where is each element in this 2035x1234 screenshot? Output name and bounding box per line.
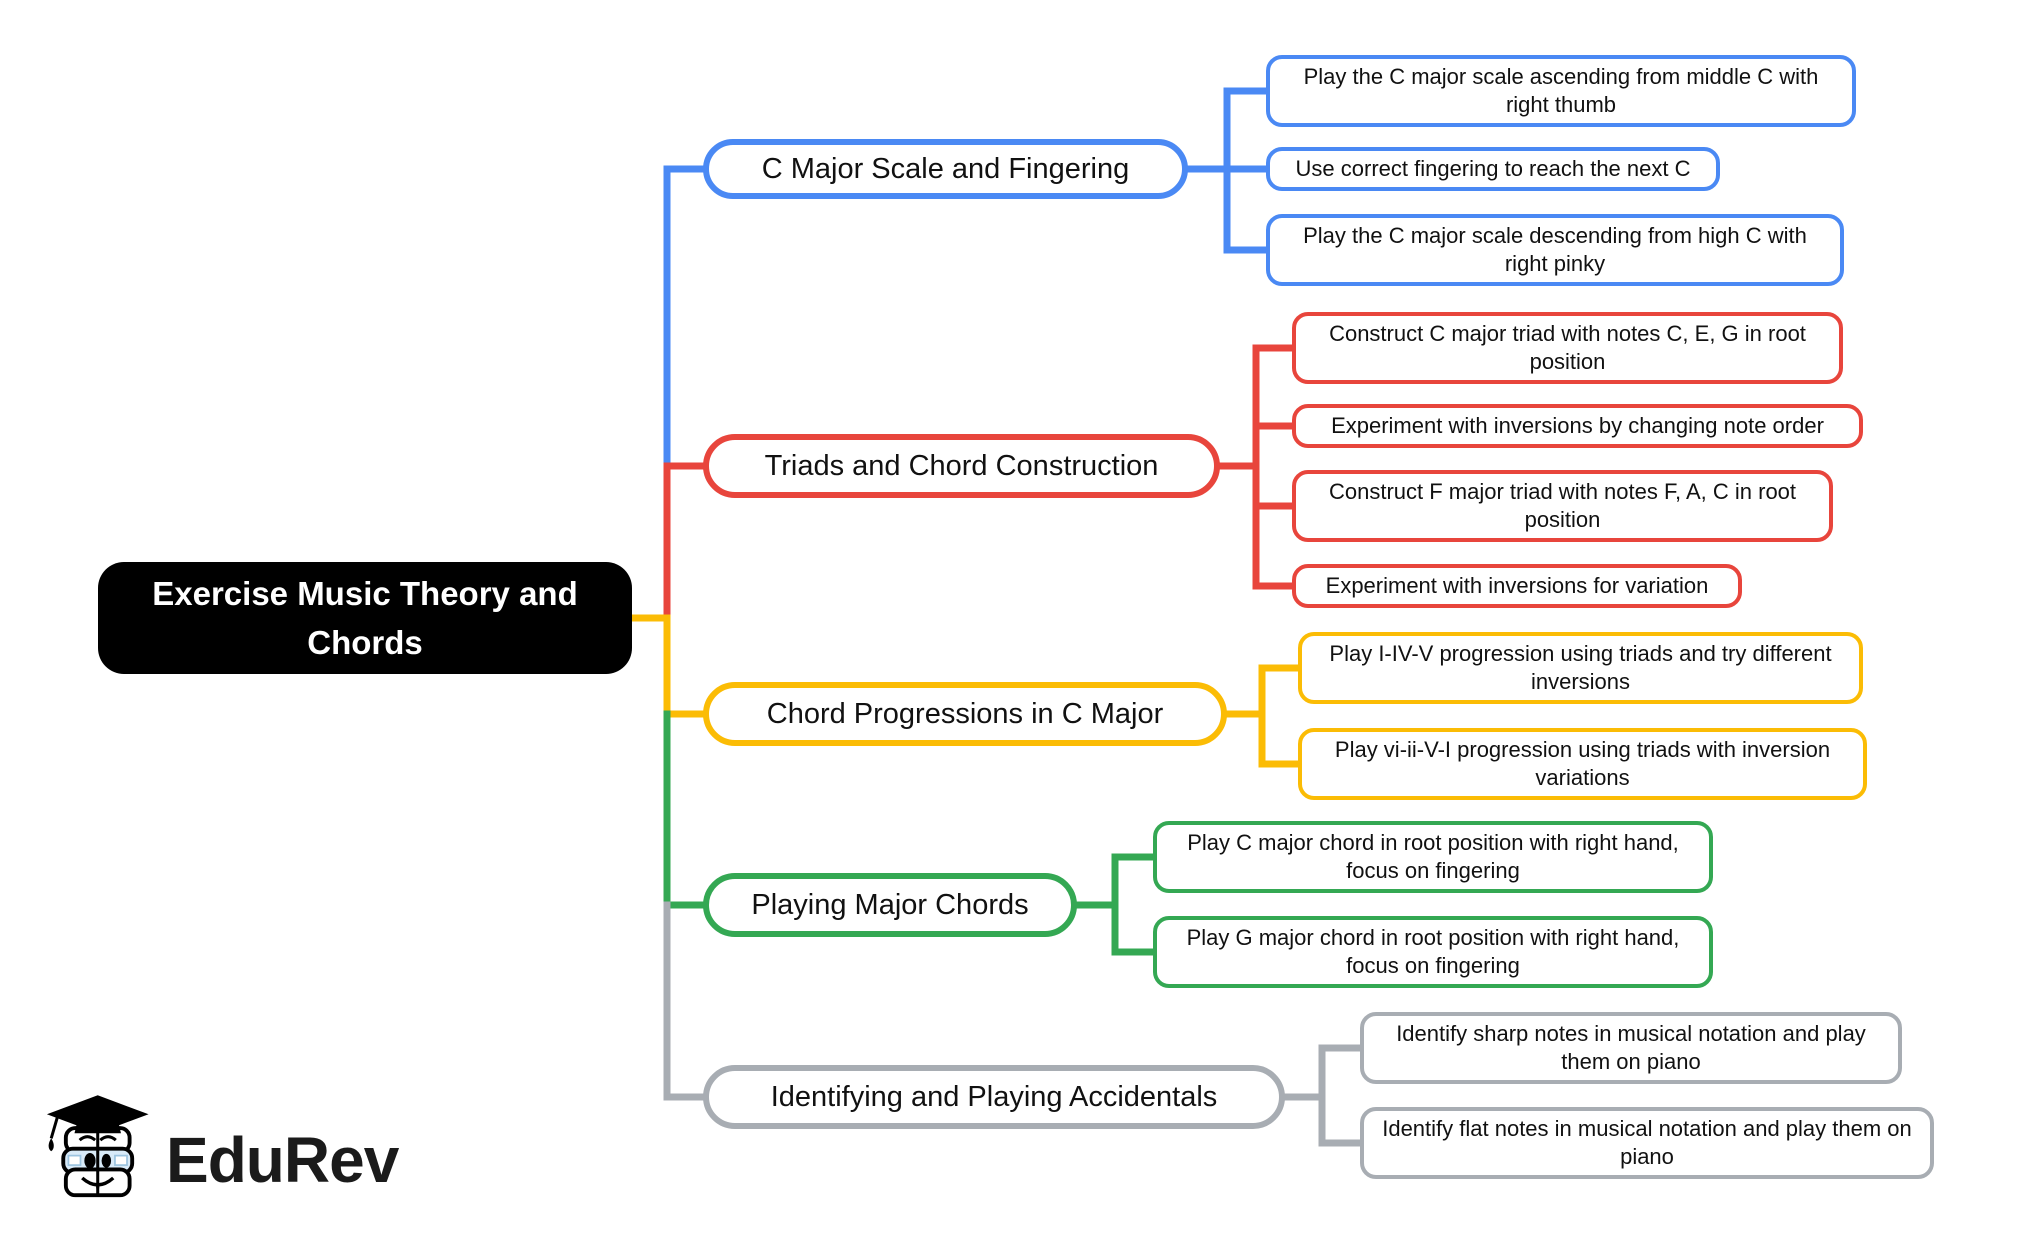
connector-branch-triads	[663, 344, 1298, 622]
root-node[interactable]: Exercise Music Theory and Chords	[98, 562, 632, 674]
child-node-scale-ascending[interactable]: Play the C major scale ascending from mi…	[1266, 55, 1856, 127]
connector-branch-c-major-scale	[663, 87, 1272, 470]
child-node-g-major-chord[interactable]: Play G major chord in root position with…	[1153, 916, 1713, 988]
child-node-inversions-note-order[interactable]: Experiment with inversions by changing n…	[1292, 404, 1863, 448]
child-node-c-major-triad[interactable]: Construct C major triad with notes C, E,…	[1292, 312, 1843, 384]
branch-node-major-chords[interactable]: Playing Major Chords	[703, 873, 1077, 937]
child-node-inversions-variation[interactable]: Experiment with inversions for variation	[1292, 564, 1742, 608]
child-node-correct-fingering[interactable]: Use correct fingering to reach the next …	[1266, 147, 1720, 191]
branch-node-c-major-scale[interactable]: C Major Scale and Fingering	[703, 139, 1188, 199]
child-node-c-major-chord[interactable]: Play C major chord in root position with…	[1153, 821, 1713, 893]
child-node-i-iv-v-progression[interactable]: Play I-IV-V progression using triads and…	[1298, 632, 1863, 704]
edurev-logo-text: EduRev	[166, 1124, 399, 1196]
child-node-f-major-triad[interactable]: Construct F major triad with notes F, A,…	[1292, 470, 1833, 542]
edurev-logo: EduRev	[40, 1088, 399, 1206]
branch-node-accidentals[interactable]: Identifying and Playing Accidentals	[703, 1065, 1285, 1129]
child-node-sharp-notes[interactable]: Identify sharp notes in musical notation…	[1360, 1012, 1902, 1084]
child-node-vi-ii-v-i-progression[interactable]: Play vi-ii-V-I progression using triads …	[1298, 728, 1867, 800]
edurev-mascot-icon	[46, 1095, 149, 1198]
branch-node-progressions[interactable]: Chord Progressions in C Major	[703, 682, 1227, 746]
child-node-flat-notes[interactable]: Identify flat notes in musical notation …	[1360, 1107, 1934, 1179]
child-node-scale-descending[interactable]: Play the C major scale descending from h…	[1266, 214, 1844, 286]
connector-branch-progressions	[626, 614, 1304, 768]
connector-branch-accidentals	[663, 901, 1366, 1147]
connector-branch-major-chords	[663, 710, 1159, 956]
branch-node-triads[interactable]: Triads and Chord Construction	[703, 434, 1220, 498]
